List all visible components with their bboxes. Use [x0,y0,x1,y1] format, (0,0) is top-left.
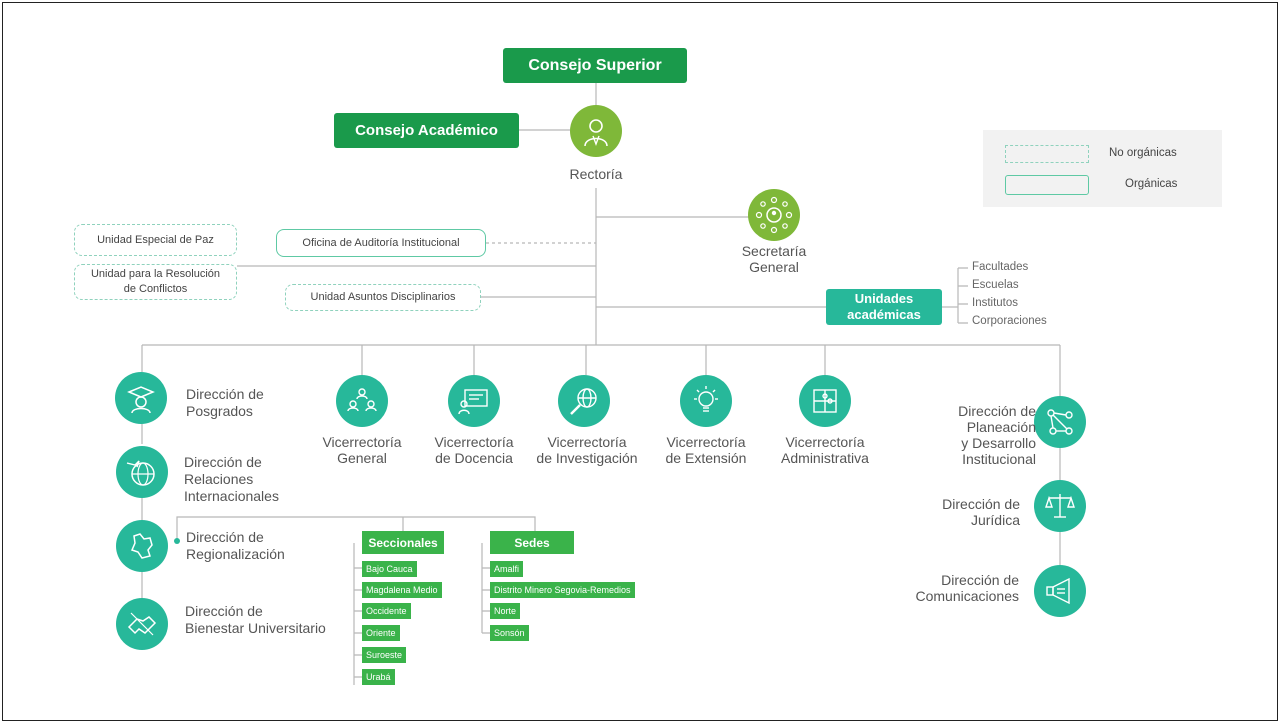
juridica-label-line2: Jurídica [970,512,1020,528]
oficina-auditoria-box: Oficina de Auditoría Institucional [276,229,486,257]
sedes-header: Sedes [490,531,574,554]
seccional-item: Bajo Cauca [362,561,417,577]
legend-solid-swatch [1005,175,1089,195]
vice-extension-label-line2: de Extensión [665,450,747,466]
vice-extension-label-line1: Vicerrectoría [666,434,746,450]
oficina-auditoria-label: Oficina de Auditoría Institucional [302,237,460,249]
secretaria-icon [748,189,800,241]
map-icon [116,520,168,572]
handshake-icon [116,598,168,650]
sede-item: Norte [490,603,521,619]
legend-organicas: Orgánicas [1125,178,1178,190]
legend-dashed-swatch [1005,145,1089,163]
unidad-item-facultades: Facultades [972,261,1029,273]
magnifier-globe-icon [558,375,610,427]
planeacion-label-line1: Dirección de [958,403,1036,419]
vice-investigacion-label-line1: Vicerrectoría [547,434,627,450]
relaciones-label-line3: Internacionales [184,488,279,504]
unidad-disciplinarios-box: Unidad Asuntos Disciplinarios [285,284,481,311]
unidad-disciplinarios-label: Unidad Asuntos Disciplinarios [310,291,456,303]
seccional-item: Occidente [362,603,411,619]
regionalizacion-label-line2: Regionalización [186,546,285,562]
network-nodes-icon [1034,396,1086,448]
consejo-academico-box: Consejo Académico [334,113,519,148]
consejo-academico-label: Consejo Académico [355,122,498,139]
sede-item: Amalfi [490,561,524,577]
regionalizacion-label-line1: Dirección de [186,529,264,545]
unidad-item-institutos: Institutos [972,297,1019,309]
seccionales-header: Seccionales [362,531,444,554]
globe-plane-icon [116,446,168,498]
seccional-item: Oriente [362,625,400,641]
unidades-label-line2: académicas [847,307,921,322]
secretaria-label-line2: General [749,259,799,275]
seccionales-title: Seccionales [368,535,438,550]
unidad-especial-paz-label: Unidad Especial de Paz [97,233,214,246]
unidad-resolucion-label-line1: Unidad para la Resolución [90,268,221,280]
megaphone-icon [1034,565,1086,617]
legend-no-organicas: No orgánicas [1109,147,1177,159]
legend-panel: No orgánicas Orgánicas [983,130,1222,207]
posgrados-label-line1: Dirección de [186,386,264,402]
posgrados-label-line2: Posgrados [186,403,253,419]
vice-administrativa-label-line2: Administrativa [781,450,869,466]
vice-docencia-label-line1: Vicerrectoría [434,434,514,450]
comunicaciones-label-line1: Dirección de [941,572,1019,588]
rectoria-label: Rectoría [569,166,623,182]
seccional-item: Suroeste [362,647,407,663]
rectoria-icon [570,105,622,157]
relaciones-label-line2: Relaciones [184,471,254,487]
puzzle-icon [799,375,851,427]
comunicaciones-label-line2: Comunicaciones [915,588,1020,604]
consejo-superior-box: Consejo Superior [503,48,687,83]
secretaria-label-line1: Secretaría [741,243,807,259]
bienestar-label-line2: Bienestar Universitario [185,620,326,636]
vice-administrativa-label-line1: Vicerrectoría [785,434,865,450]
sede-item: Sonsón [490,625,529,641]
lightbulb-icon [680,375,732,427]
juridica-label-line1: Dirección de [942,496,1020,512]
people-network-icon [336,375,388,427]
consejo-superior-label: Consejo Superior [528,56,662,74]
unidad-item-escuelas: Escuelas [972,279,1019,291]
unidades-label-line1: Unidades [854,291,914,306]
vice-investigacion-label-line2: de Investigación [536,450,638,466]
unidad-item-corporaciones: Corporaciones [972,315,1047,327]
unidad-resolucion-conflictos-box: Unidad para la Resolución de Conflictos [74,264,237,300]
vice-general-label-line1: Vicerrectoría [322,434,402,450]
unidad-resolucion-label-line2: de Conflictos [123,283,188,295]
bienestar-label-line1: Dirección de [185,603,263,619]
seccional-item: Magdalena Medio [362,582,442,598]
vice-docencia-label-line2: de Docencia [435,450,513,466]
planeacion-label-line4: Institucional [962,451,1036,467]
graduation-icon [115,372,167,424]
relaciones-label-line1: Dirección de [184,454,262,470]
teaching-board-icon [448,375,500,427]
scales-icon [1034,480,1086,532]
planeacion-label-line3: y Desarrollo [961,435,1036,451]
sede-item: Distrito Minero Segovia-Remedios [490,582,635,598]
seccional-item: Urabá [362,669,395,685]
sedes-title: Sedes [514,535,550,550]
unidad-especial-paz-box: Unidad Especial de Paz [74,224,237,256]
planeacion-label-line2: Planeación [966,419,1036,435]
unidades-academicas-box: Unidades académicas [826,289,942,325]
vice-general-label-line2: General [337,450,387,466]
